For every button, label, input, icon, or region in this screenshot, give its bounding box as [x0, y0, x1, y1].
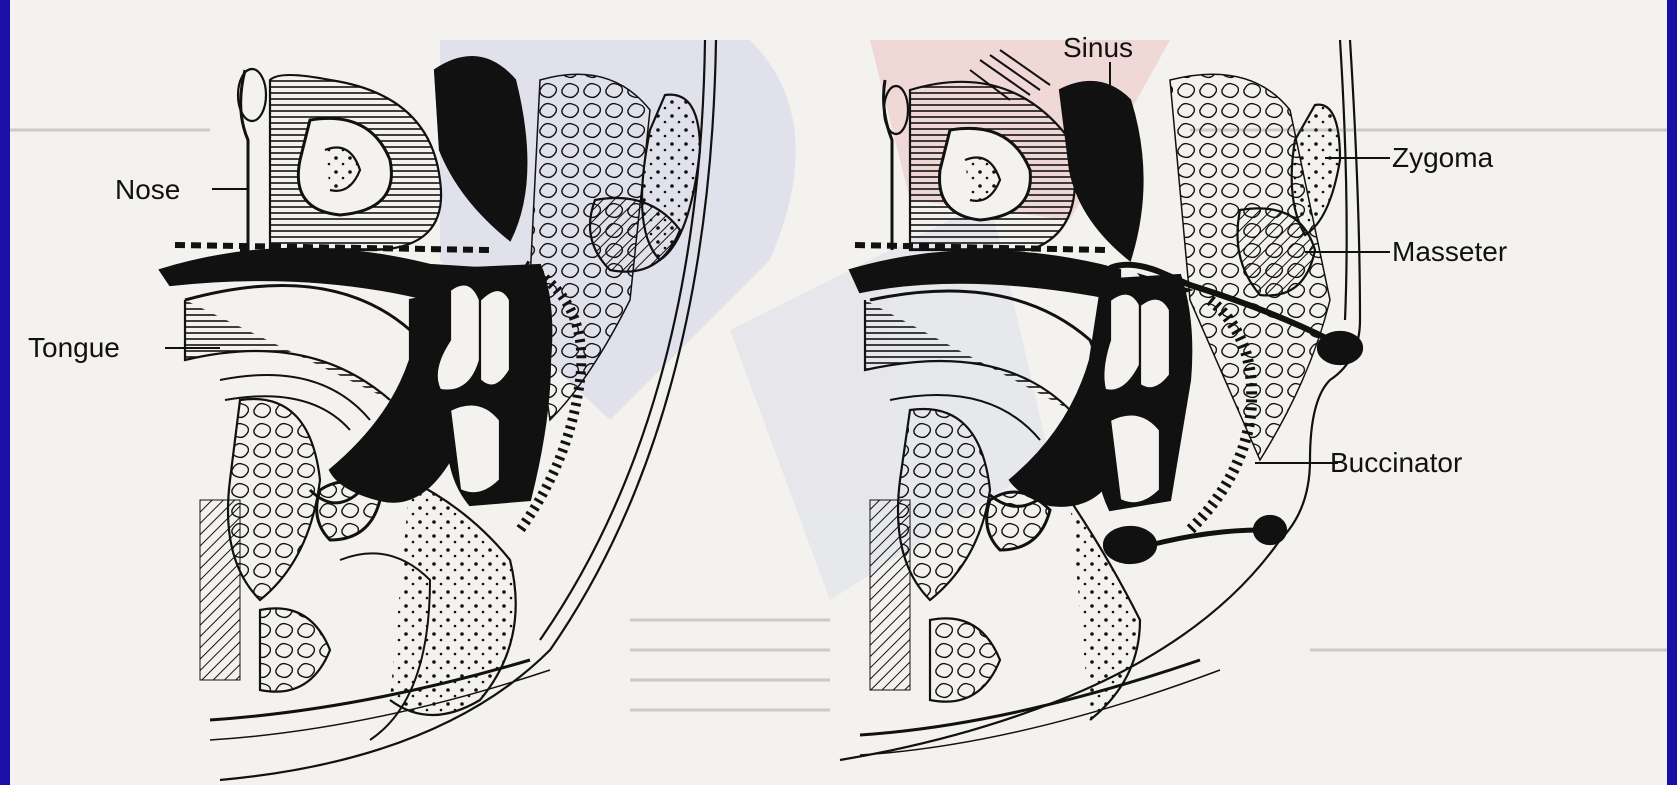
- label-nose: Nose: [115, 176, 180, 204]
- left-cross-section: [160, 40, 716, 780]
- label-sinus: Sinus: [1063, 34, 1133, 62]
- label-buccinator: Buccinator: [1330, 449, 1462, 477]
- label-masseter: Masseter: [1392, 238, 1507, 266]
- label-tongue: Tongue: [28, 334, 120, 362]
- anatomy-illustration: [10, 0, 1667, 785]
- diagram-frame: Nose Tongue Sinus Zygoma Masseter Buccin…: [10, 0, 1667, 785]
- label-zygoma: Zygoma: [1392, 144, 1493, 172]
